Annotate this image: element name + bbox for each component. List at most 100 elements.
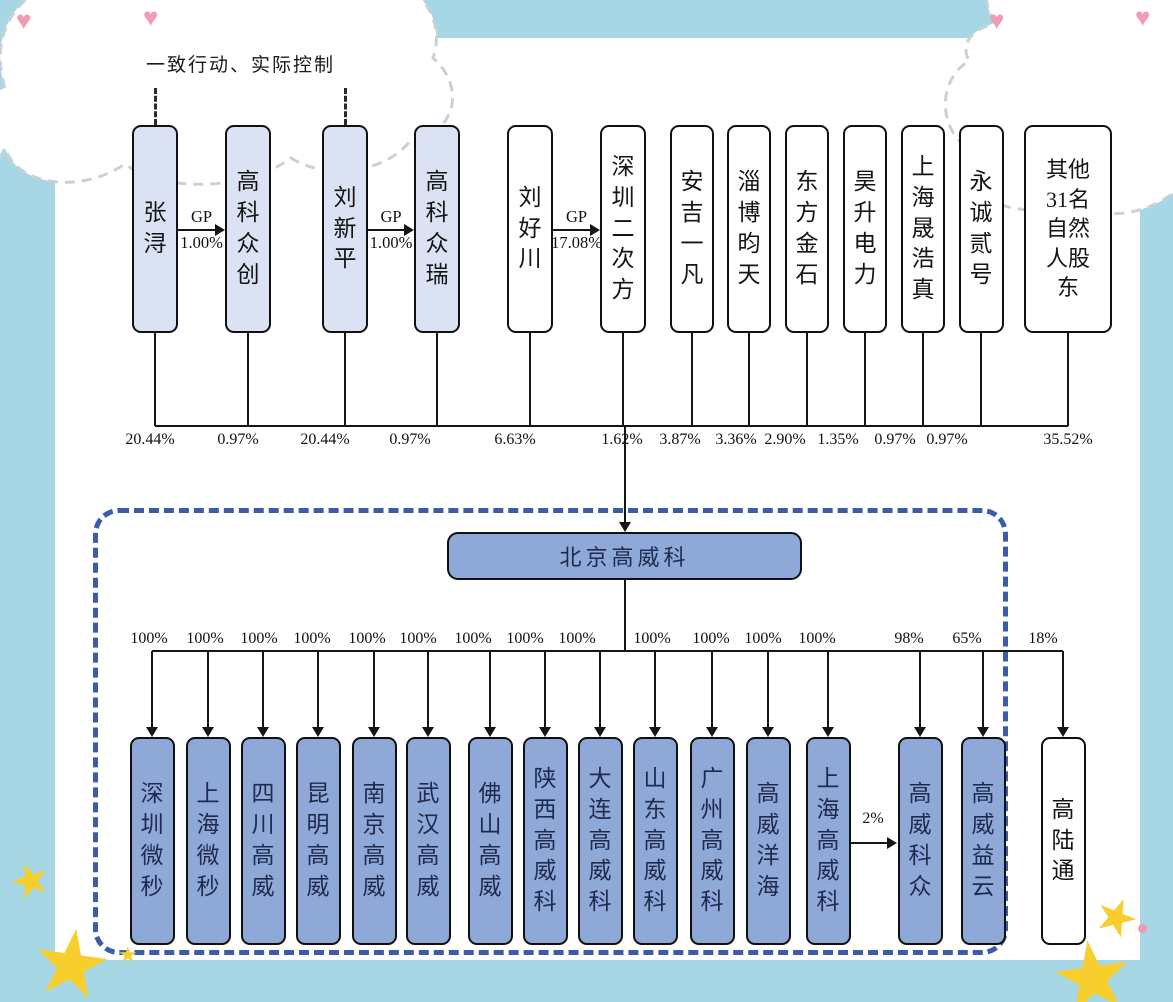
subsidiary-node: 高陆通 [1040, 737, 1086, 945]
shareholder-node: 其他31名自然人股东 [1024, 125, 1112, 333]
subsidiary-name: 上海微秒 [196, 781, 220, 899]
ownership-pct-label: 65% [952, 630, 982, 647]
connector-line [599, 651, 601, 728]
shareholder-name: 刘好川 [518, 184, 542, 272]
ownership-pct-label: 100% [240, 630, 278, 647]
star-icon: ★ [23, 907, 120, 1002]
ownership-pct-label: 2.90% [764, 431, 806, 448]
ownership-pct-label: 100% [633, 630, 671, 647]
ownership-pct-label: 18% [1028, 630, 1058, 647]
connector-line [654, 651, 656, 728]
shareholder-node: 安吉一凡 [670, 125, 714, 333]
shareholder-name: 昊升电力 [853, 169, 877, 287]
ownership-pct-label: 3.36% [715, 431, 757, 448]
ownership-pct-label: 0.97% [217, 431, 259, 448]
arrowhead [215, 224, 225, 236]
connector-line [247, 333, 249, 426]
subsidiary-node: 高威益云 [960, 737, 1006, 945]
ownership-pct-label: 100% [293, 630, 331, 647]
subsidiary-node: 山东高威科 [632, 737, 678, 945]
ownership-pct-label: 100% [399, 630, 437, 647]
gp-label: GP [190, 207, 213, 226]
cross-ownership-arrow-line [851, 842, 889, 844]
connector-line [427, 651, 429, 728]
connector-line [922, 333, 924, 426]
connector-line [767, 651, 769, 728]
subsidiary-bus-line [152, 650, 1063, 652]
gp-label: GP [565, 207, 588, 226]
shareholder-name: 刘新平 [333, 184, 357, 272]
shareholder-name: 张浔 [143, 200, 167, 256]
subsidiary-name: 陕西高威科 [533, 765, 557, 915]
shareholder-name: 其他31名自然人股东 [1045, 157, 1090, 301]
connector-line [151, 651, 153, 728]
arrowhead [649, 727, 661, 737]
subsidiary-node: 南京高威 [351, 737, 397, 945]
connector-line [919, 651, 921, 728]
shareholder-node: 深圳二次方 [600, 125, 646, 333]
subsidiary-node: 上海微秒 [185, 737, 231, 945]
subsidiary-name: 四川高威 [251, 781, 275, 899]
connector-line [207, 651, 209, 728]
shareholder-node: 高科众瑞 [414, 125, 460, 333]
arrowhead [706, 727, 718, 737]
arrowhead [202, 727, 214, 737]
subsidiary-name: 高威洋海 [756, 781, 780, 899]
subsidiary-node: 大连高威科 [577, 737, 623, 945]
subsidiary-node: 昆明高威 [295, 737, 341, 945]
parent-company-node: 北京高威科 [447, 532, 802, 580]
subsidiary-node: 四川高威 [240, 737, 286, 945]
connector-line [317, 651, 319, 728]
subsidiary-node: 广州高威科 [689, 737, 735, 945]
arrowhead [404, 224, 414, 236]
connector-line [748, 333, 750, 426]
star-icon: ★ [118, 942, 138, 967]
subsidiary-name: 深圳微秒 [140, 781, 164, 899]
connector-line [262, 651, 264, 728]
ownership-pct-label: 1.35% [817, 431, 859, 448]
shareholder-node: 高科众创 [225, 125, 271, 333]
ownership-pct-label: 3.87% [659, 431, 701, 448]
subsidiary-name: 昆明高威 [306, 781, 330, 899]
control-dashed-stub [153, 88, 157, 125]
shareholder-name: 高科众瑞 [425, 169, 449, 287]
gp-pct-label: 1.00% [369, 233, 413, 252]
heart-icon: ♥ [16, 6, 32, 35]
subsidiary-name: 高陆通 [1051, 796, 1075, 884]
arrowhead [594, 727, 606, 737]
parent-arrow-line [624, 426, 626, 523]
arrowhead [539, 727, 551, 737]
connector-line [624, 580, 626, 651]
subsidiary-name: 大连高威科 [588, 765, 612, 915]
subsidiary-name: 南京高威 [362, 781, 386, 899]
connector-line [529, 333, 531, 426]
arrowhead [368, 727, 380, 737]
connector-line [544, 651, 546, 728]
gp-pct-label: 17.08% [551, 233, 602, 252]
gp-label: GP [380, 207, 402, 226]
shareholder-node: 刘新平 [322, 125, 368, 333]
arrowhead [590, 224, 600, 236]
subsidiary-node: 佛山高威 [467, 737, 513, 945]
ownership-pct-label: 100% [798, 630, 836, 647]
subsidiary-name: 武汉高威 [416, 781, 440, 899]
ownership-pct-label: 100% [186, 630, 224, 647]
connector-line [806, 333, 808, 426]
subsidiary-name: 高威益云 [971, 781, 995, 899]
arrowhead [887, 837, 897, 849]
connector-line [489, 651, 491, 728]
subsidiary-node: 高威科众 [897, 737, 943, 945]
ownership-pct-label: 100% [348, 630, 386, 647]
shareholder-node: 张浔 [132, 125, 178, 333]
gp-arrow-line [178, 229, 216, 231]
connector-line [827, 651, 829, 728]
subsidiary-name: 广州高威科 [700, 765, 724, 915]
shareholder-node: 东方金石 [785, 125, 829, 333]
connector-line [1067, 333, 1069, 426]
arrowhead [484, 727, 496, 737]
subsidiary-node: 上海高威科 [805, 737, 851, 945]
ownership-pct-label: 98% [894, 630, 924, 647]
shareholder-node: 刘好川 [507, 125, 553, 333]
ownership-pct-label: 35.52% [1043, 431, 1093, 448]
control-dashed-stub [343, 88, 347, 125]
